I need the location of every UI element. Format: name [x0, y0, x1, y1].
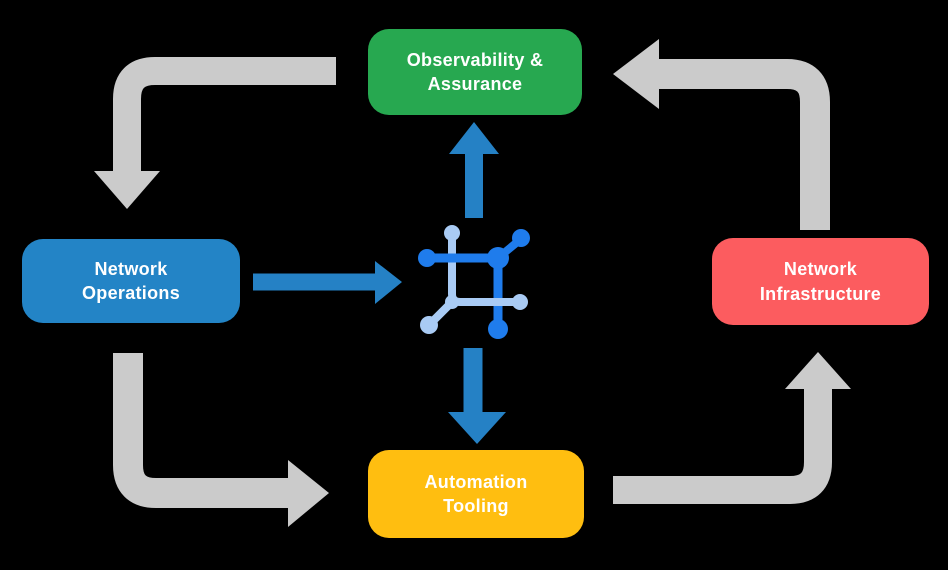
arrow-head-right-icon [288, 460, 329, 527]
arrow-head-left-icon [613, 39, 659, 109]
node-label: Network Operations [81, 258, 181, 303]
arrow-head-right-icon [375, 261, 402, 304]
arrow-observability-to-operations [94, 57, 336, 209]
icon-node-bottom-left [420, 316, 438, 334]
arrow-shaft [659, 59, 830, 230]
icon-node-top [444, 225, 460, 241]
icon-light-frame [448, 234, 518, 306]
arrow-operations-to-automation [113, 353, 329, 527]
node-automation-tooling: Automation Tooling [368, 450, 584, 538]
node-label: Observability & Assurance [406, 49, 544, 94]
node-label: Automation Tooling [424, 471, 528, 516]
node-label: Network Infrastructure [759, 259, 882, 304]
arrow-head-up-icon [449, 122, 499, 154]
icon-node-hub [487, 247, 509, 269]
arrow-center-to-automation [448, 348, 506, 444]
arrow-center-to-observability [449, 122, 499, 218]
network-platform-icon [418, 225, 530, 339]
icon-node-top-right [512, 229, 530, 247]
arrow-infrastructure-to-observability [613, 39, 830, 230]
arrow-automation-to-infrastructure [613, 352, 851, 504]
icon-node-left [418, 249, 436, 267]
arrow-head-down-icon [94, 171, 160, 209]
node-network-infrastructure: Network Infrastructure [712, 238, 929, 325]
icon-node-right [512, 294, 528, 310]
icon-node-bottom [488, 319, 508, 339]
node-observability-assurance: Observability & Assurance [368, 29, 582, 115]
arrow-shaft [113, 353, 288, 508]
arrow-shaft [113, 57, 336, 172]
arrow-shaft [613, 389, 832, 504]
node-network-operations: Network Operations [22, 239, 240, 323]
arrow-head-up-icon [785, 352, 851, 389]
icon-node-corner [445, 295, 459, 309]
arrow-head-down-icon [448, 412, 506, 444]
arrow-operations-to-center [253, 261, 402, 304]
